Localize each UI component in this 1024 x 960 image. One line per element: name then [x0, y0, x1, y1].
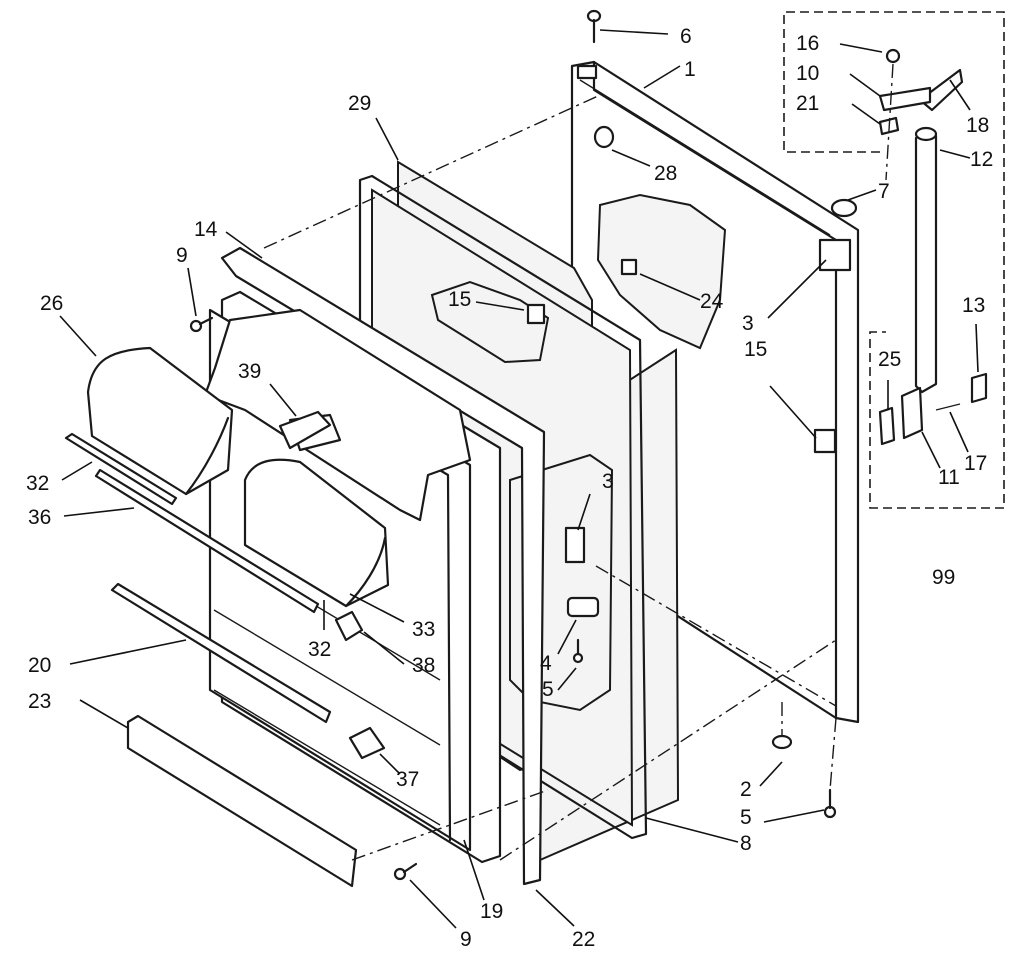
callout-22: 22 [572, 928, 595, 951]
callout-33: 33 [412, 618, 435, 641]
callout-25: 25 [878, 348, 901, 371]
alignment-lines [263, 63, 894, 861]
callout-3-liner: 3 [602, 470, 614, 493]
door-shelves [64, 346, 390, 888]
callout-28: 28 [654, 162, 677, 185]
callout-13: 13 [962, 294, 985, 317]
callout-12: 12 [970, 148, 993, 171]
callout-99: 99 [932, 566, 955, 589]
callout-39: 39 [238, 360, 261, 383]
callout-15-liner: 15 [448, 288, 471, 311]
callout-2: 2 [740, 778, 752, 801]
callout-20: 20 [28, 654, 51, 677]
callout-16: 16 [796, 32, 819, 55]
callout-9-top: 9 [176, 244, 188, 267]
callout-10: 10 [796, 62, 819, 85]
callout-37: 37 [396, 768, 419, 791]
callout-7: 7 [878, 180, 890, 203]
fasteners [189, 9, 837, 881]
callout-3-hinge: 3 [742, 312, 754, 335]
callout-6: 6 [680, 25, 692, 48]
callout-38: 38 [412, 654, 435, 677]
callout-4: 4 [540, 652, 552, 675]
callout-29: 29 [348, 92, 371, 115]
callout-15-hinge: 15 [744, 338, 767, 361]
callout-5-bottom: 5 [740, 806, 752, 829]
callout-24: 24 [700, 290, 724, 313]
callout-26: 26 [40, 292, 63, 315]
callout-8: 8 [740, 832, 752, 855]
callout-17: 17 [964, 452, 987, 475]
callout-11: 11 [938, 466, 960, 489]
callout-23: 23 [28, 690, 51, 713]
callout-32-center: 32 [308, 638, 331, 661]
hinge-assembly [783, 11, 1005, 509]
callout-18: 18 [966, 114, 989, 137]
callout-21: 21 [796, 92, 819, 115]
callout-36: 36 [28, 506, 51, 529]
callout-19: 19 [480, 900, 503, 923]
callout-5-liner: 5 [542, 678, 554, 701]
callout-9-bottom: 9 [460, 928, 472, 951]
leader-lines [59, 29, 979, 929]
callout-1: 1 [684, 58, 696, 81]
callout-32-left: 32 [26, 472, 49, 495]
callout-14: 14 [194, 218, 218, 241]
callout-labels: 6 1 16 10 21 18 12 7 29 28 14 9 26 15 24… [26, 25, 993, 951]
